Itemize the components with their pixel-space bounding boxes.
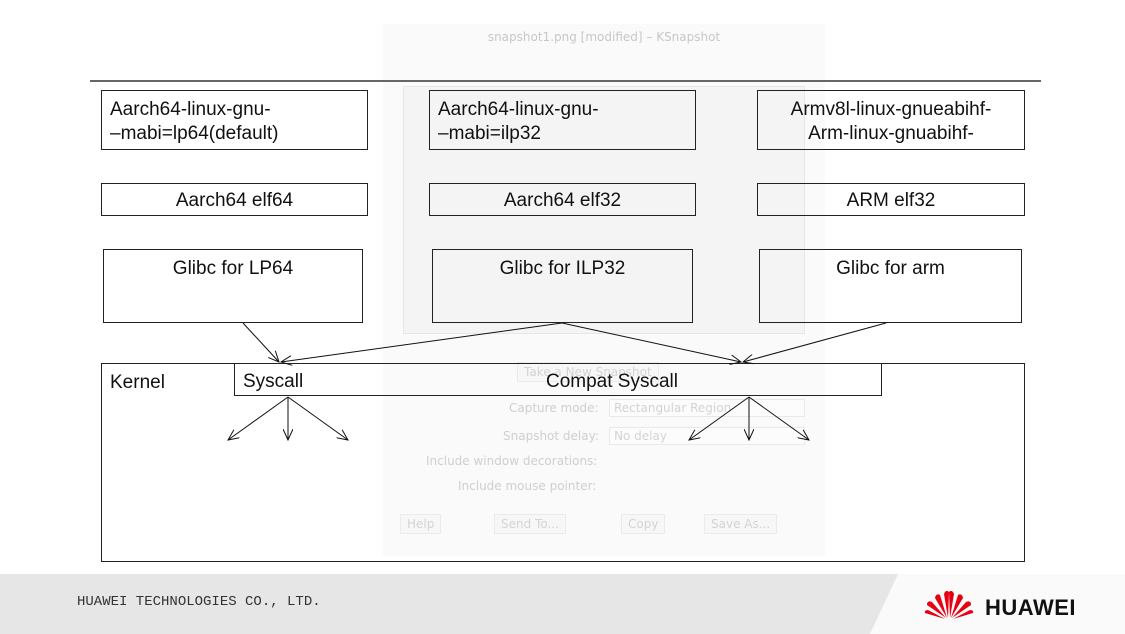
background-ksnapshot-window: snapshot1.png [modified] – KSnapshot Tak… <box>383 24 825 556</box>
huawei-logo-icon <box>924 590 974 619</box>
arrow-syscall-left <box>228 396 289 440</box>
abi-box-ilp32: Aarch64-linux-gnu- –mabi=ilp32 <box>429 90 696 150</box>
window-decorations-label: Include window decorations: <box>426 454 598 468</box>
abi-box-lp64: Aarch64-linux-gnu- –mabi=lp64(default) <box>101 90 368 150</box>
footer-bar: HUAWEI TECHNOLOGIES CO., LTD. <box>0 574 1125 634</box>
syscall-label: Syscall <box>243 371 304 392</box>
arrow-ilp32-to-compat <box>561 322 741 362</box>
syscall-bar: Syscall Compat Syscall <box>234 363 882 396</box>
screenshot-preview <box>403 86 805 334</box>
arrow-ilp32-to-syscall <box>281 322 563 362</box>
footer-logo-panel <box>870 574 1125 634</box>
abi-lp64-line2: –mabi=lp64(default) <box>110 123 279 144</box>
glibc-box-lp64: Glibc for LP64 <box>103 249 363 323</box>
copy-button[interactable]: Copy <box>621 514 666 534</box>
save-as-button[interactable]: Save As... <box>704 514 778 534</box>
arrow-arm-to-compat <box>743 322 887 362</box>
capture-mode-label: Capture mode: <box>509 401 599 415</box>
abi-arm-line1: Armv8l-linux-gnueabihf- <box>790 99 992 120</box>
glibc-box-ilp32: Glibc for ILP32 <box>432 249 693 323</box>
abi-ilp32-line1: Aarch64-linux-gnu- <box>438 99 599 120</box>
title-divider <box>90 80 1041 82</box>
abi-lp64-line1: Aarch64-linux-gnu- <box>110 99 271 120</box>
glibc-lp64-label: Glibc for LP64 <box>172 258 294 279</box>
window-title: snapshot1.png [modified] – KSnapshot <box>487 30 721 44</box>
compat-syscall-label: Compat Syscall <box>546 371 678 392</box>
arrow-compat-right <box>748 396 809 440</box>
elf-box-elf64: Aarch64 elf64 <box>101 183 368 216</box>
arrow-syscall-right <box>287 396 348 440</box>
huawei-wordmark: HUAWEI <box>985 595 1076 620</box>
send-to-button[interactable]: Send To... <box>494 514 566 534</box>
abi-ilp32-line2: –mabi=ilp32 <box>438 123 541 144</box>
glibc-ilp32-label: Glibc for ILP32 <box>499 258 626 279</box>
delay-label: Snapshot delay: <box>503 429 599 443</box>
arrow-compat-left <box>689 396 750 440</box>
glibc-box-arm: Glibc for arm <box>759 249 1022 323</box>
abi-arm-line2: Arm-linux-gnuabihf- <box>808 123 974 144</box>
footer-company: HUAWEI TECHNOLOGIES CO., LTD. <box>77 594 321 610</box>
new-snapshot-button[interactable]: Take a New Snapshot <box>517 362 659 382</box>
glibc-arm-label: Glibc for arm <box>836 258 945 279</box>
abi-box-arm: Armv8l-linux-gnueabihf- Arm-linux-gnuabi… <box>757 90 1025 150</box>
elf-box-aarch64-elf32: Aarch64 elf32 <box>429 183 696 216</box>
elf-box-arm-elf32: ARM elf32 <box>757 183 1025 216</box>
mouse-pointer-label: Include mouse pointer: <box>458 479 597 493</box>
help-button[interactable]: Help <box>400 514 442 534</box>
capture-mode-select[interactable]: Rectangular Region <box>609 399 805 417</box>
arrow-lp64-to-syscall <box>242 322 279 362</box>
kernel-label: Kernel <box>110 372 165 393</box>
